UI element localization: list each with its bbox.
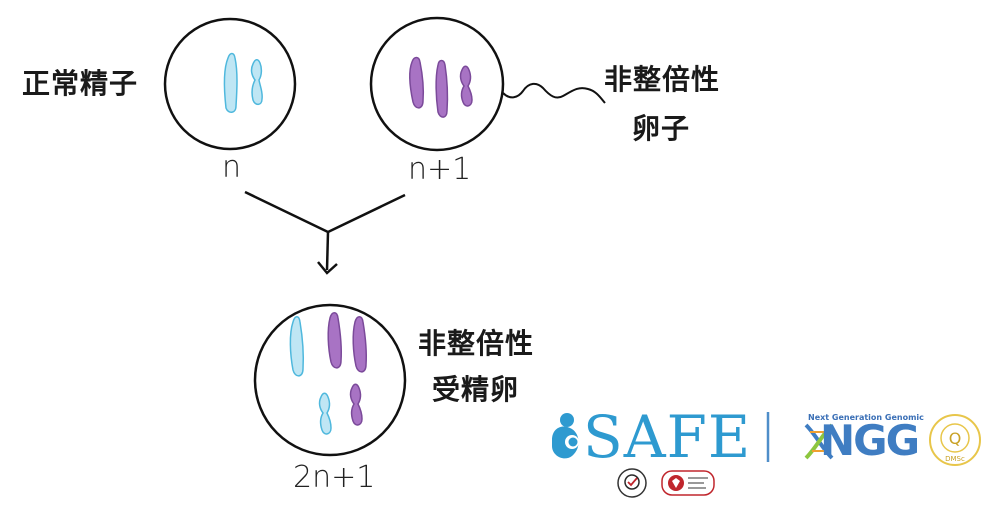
label-normal-sperm: 正常精子 [22, 67, 139, 100]
ngg-dna-icon [804, 423, 834, 460]
ngg-tagline: Next Generation Genomic [808, 413, 924, 422]
chromosome-blue [318, 392, 332, 435]
dna-strand [804, 423, 834, 460]
check-icon [627, 477, 638, 487]
chromosome-purple [349, 383, 363, 426]
dmsc-seal-inner [940, 423, 970, 453]
bsi-text-line [688, 487, 706, 489]
chromosome-purple [409, 56, 424, 109]
dmsc-text: DMSc [945, 455, 965, 463]
ngg-logo-text: NGG [820, 416, 920, 465]
arrow-branches [244, 190, 406, 234]
label-aneuploid-egg-line2: 卵子 [632, 112, 691, 145]
safe-logo-text: SAFE [583, 403, 752, 471]
chromosome-purple [435, 59, 449, 118]
sperm-cell [163, 17, 297, 151]
fusion-arrow [244, 190, 406, 275]
chromosome-blue [223, 52, 238, 113]
label-aneuploid-zygote-line1: 非整倍性 [418, 327, 535, 360]
safe-logo-mark [552, 413, 579, 459]
chromosome-blue [250, 59, 263, 106]
egg-cell [369, 16, 606, 152]
ploidy-sperm: n [222, 150, 242, 185]
bsi-text-line [688, 477, 708, 479]
cert-badges [617, 468, 715, 498]
ploidy-egg: n+1 [408, 152, 472, 187]
dmsc-letter: Q [949, 429, 962, 448]
safe-logo-head [560, 413, 574, 427]
chromosome-blue [289, 316, 304, 377]
egg-tail-line [502, 82, 606, 104]
dmsc-seal: Q DMSc [929, 414, 981, 466]
chromosome-purple [352, 316, 367, 373]
label-aneuploid-egg-line1: 非整倍性 [604, 63, 721, 96]
zygote-cell [253, 303, 407, 457]
bsi-text-line [688, 482, 704, 484]
chromosome-purple [459, 65, 473, 107]
arrow-head [317, 261, 338, 275]
arrow-shaft [325, 231, 330, 271]
safe-logo-baby [568, 437, 578, 447]
cert-badge-seal-inner [624, 474, 640, 490]
chromosome-purple [327, 312, 342, 369]
label-aneuploid-zygote-line2: 受精卵 [432, 373, 520, 406]
bsi-kitemark-inner [672, 478, 680, 488]
ploidy-zygote: 2n+1 [293, 460, 376, 495]
